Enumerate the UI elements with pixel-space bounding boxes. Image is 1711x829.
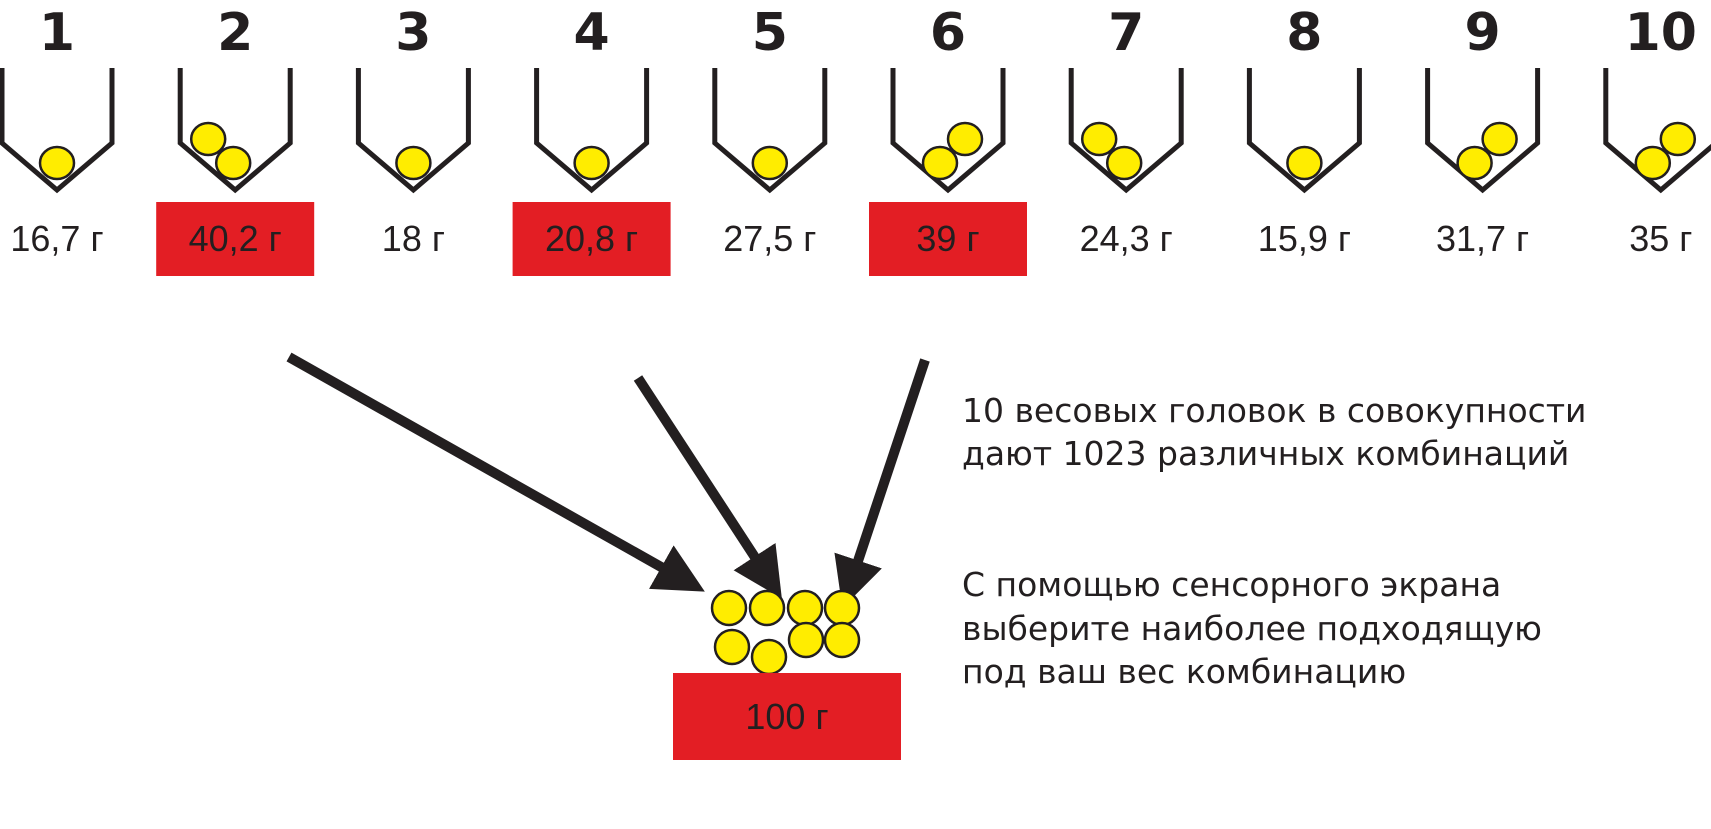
- head-weight-label: 16,7 г: [10, 218, 103, 259]
- product-ball-icon: [748, 589, 786, 627]
- description-line: С помощью сенсорного экрана: [962, 565, 1501, 604]
- product-ball-icon: [751, 145, 789, 181]
- product-ball-icon: [395, 145, 432, 181]
- hopper-icon: [355, 68, 471, 194]
- weigh-head-4: 4 20,8 г: [512, 3, 671, 276]
- head-number: 10: [1625, 3, 1697, 63]
- weigh-head-9: 9 31,7 г: [1425, 3, 1541, 259]
- weigh-heads: 1 16,7 г 2 40,2 г 3 18 г 4 20,8 г 5 27,5 г 6 39 г 7 2…: [0, 3, 1711, 276]
- weigh-head-1: 1 16,7 г: [0, 3, 115, 259]
- head-number: 5: [752, 3, 788, 63]
- product-ball-icon: [1105, 145, 1143, 181]
- product-ball-icon: [189, 121, 227, 157]
- description: 10 весовых головок в совокупности дают 1…: [962, 391, 1587, 691]
- hopper-icon: [1068, 68, 1184, 194]
- product-ball-icon: [946, 121, 984, 157]
- head-number: 1: [39, 3, 75, 63]
- product-ball-icon: [787, 621, 825, 659]
- product-ball-icon: [823, 621, 861, 659]
- arrow-from-head-6: [834, 358, 930, 608]
- product-ball-icon: [823, 589, 861, 627]
- head-weight-label: 27,5 г: [723, 218, 816, 259]
- head-weight-label: 20,8 г: [545, 218, 638, 259]
- hopper-icon: [534, 68, 650, 194]
- hopper-icon: [177, 68, 293, 194]
- weigh-head-3: 3 18 г: [355, 3, 471, 259]
- weigh-head-10: 10 35 г: [1603, 3, 1711, 259]
- product-ball-icon: [1634, 145, 1672, 181]
- description-line: дают 1023 различных комбинаций: [962, 434, 1569, 473]
- head-weight-label: 15,9 г: [1258, 218, 1351, 259]
- product-ball-icon: [710, 589, 748, 627]
- selected-highlight: [512, 202, 671, 276]
- hopper-icon: [0, 68, 115, 194]
- head-number: 6: [930, 3, 966, 63]
- product-ball-icon: [921, 145, 959, 181]
- hopper-icon: [1603, 68, 1711, 194]
- combined-balls: [710, 589, 861, 676]
- head-weight-label: 24,3 г: [1080, 218, 1173, 259]
- hopper-icon: [1425, 68, 1541, 194]
- description-line: выберите наиболее подходящую: [962, 609, 1542, 648]
- product-ball-icon: [1659, 121, 1697, 157]
- head-number: 2: [217, 3, 253, 63]
- head-number: 9: [1465, 3, 1501, 63]
- arrow-from-head-4: [633, 375, 782, 599]
- product-ball-icon: [786, 589, 824, 627]
- head-weight-label: 18 г: [382, 218, 445, 259]
- result-weight-box: [673, 673, 901, 760]
- head-number: 3: [395, 3, 431, 63]
- weigh-head-5: 5 27,5 г: [712, 3, 828, 259]
- weigh-head-2: 2 40,2 г: [156, 3, 315, 276]
- product-ball-icon: [1080, 121, 1118, 157]
- product-ball-icon: [214, 145, 252, 181]
- description-line: 10 весовых головок в совокупности: [962, 391, 1587, 430]
- product-ball-icon: [1456, 145, 1493, 181]
- hopper-icon: [890, 68, 1006, 194]
- head-weight-label: 39 г: [916, 218, 979, 259]
- head-number: 7: [1108, 3, 1144, 63]
- weigh-head-8: 8 15,9 г: [1246, 3, 1362, 259]
- hopper-icon: [712, 68, 828, 194]
- hopper-icon: [1246, 68, 1362, 194]
- head-weight-label: 31,7 г: [1436, 218, 1529, 259]
- head-number: 8: [1286, 3, 1322, 63]
- selected-highlight: [156, 202, 315, 276]
- head-weight-label: 35 г: [1629, 218, 1692, 259]
- product-ball-icon: [1286, 145, 1323, 181]
- product-ball-icon: [713, 628, 751, 666]
- product-ball-icon: [1481, 121, 1518, 157]
- head-number: 4: [574, 3, 610, 63]
- weigh-head-6: 6 39 г: [869, 3, 1027, 276]
- arrow-from-head-2: [286, 352, 705, 592]
- product-ball-icon: [38, 145, 76, 181]
- result-weight-label: 100 г: [745, 696, 828, 737]
- description-line: под ваш вес комбинацию: [962, 652, 1406, 691]
- product-ball-icon: [573, 145, 610, 181]
- product-ball-icon: [750, 638, 788, 676]
- head-weight-label: 40,2 г: [189, 218, 282, 259]
- selected-highlight: [869, 202, 1027, 276]
- weigh-head-7: 7 24,3 г: [1068, 3, 1184, 259]
